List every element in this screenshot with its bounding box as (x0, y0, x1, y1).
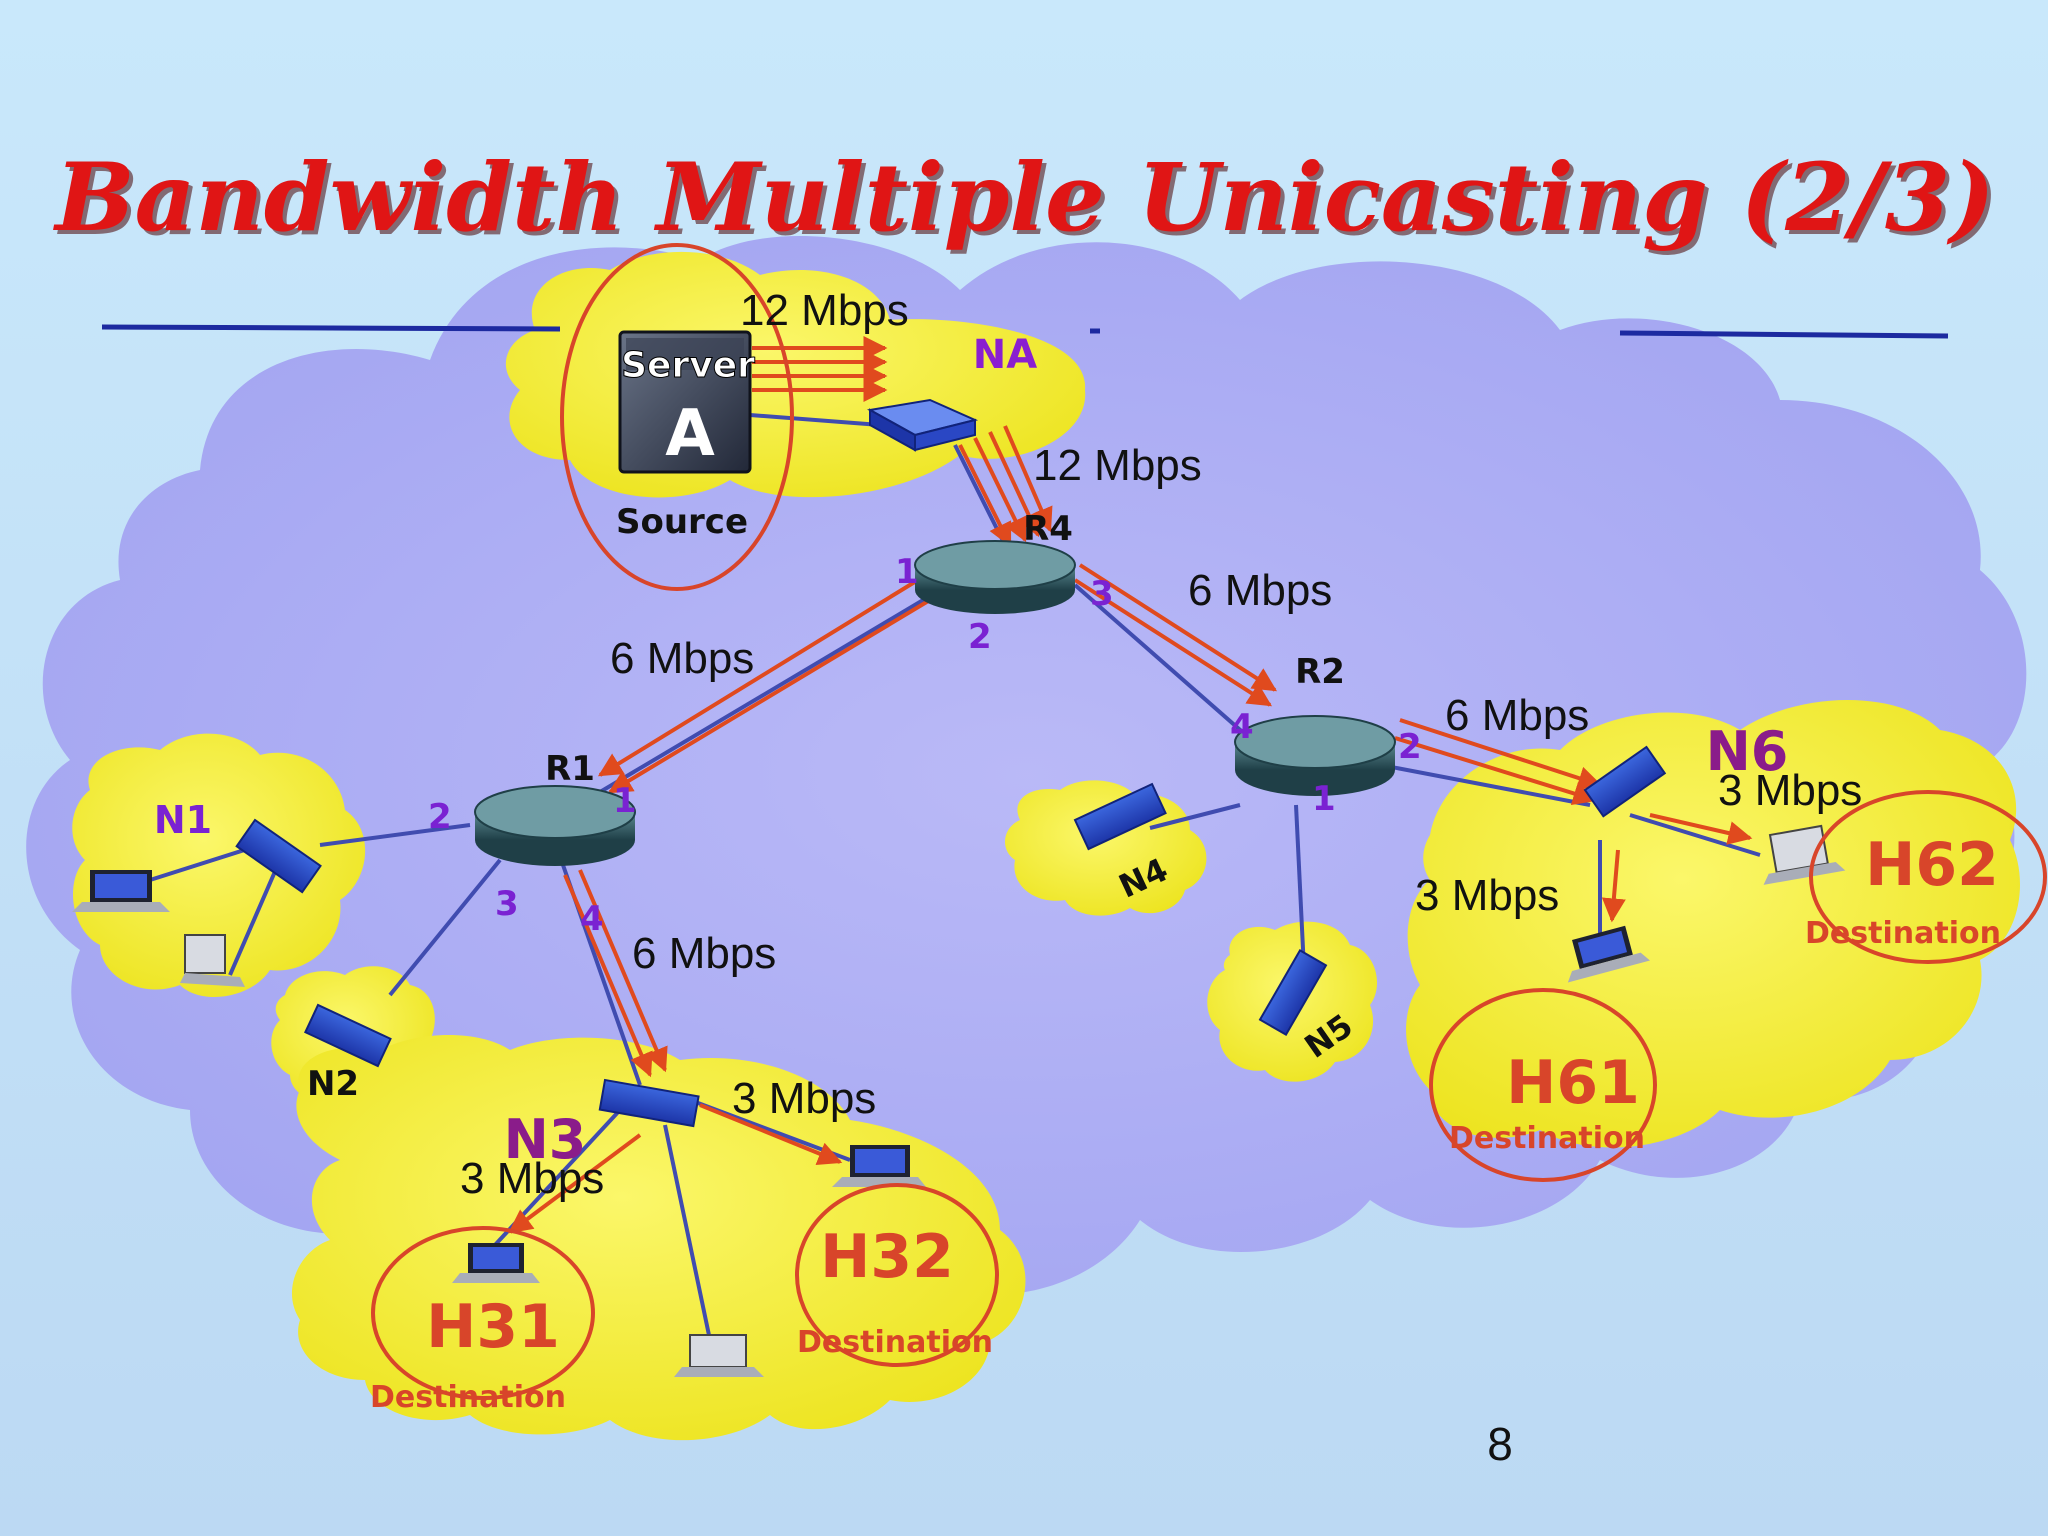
router-r1[interactable] (474, 785, 636, 866)
router-r1-label: R1 (545, 749, 595, 789)
flow-na-r4 (973, 437, 1027, 543)
network-n6-label: N6 (1706, 720, 1789, 783)
switch-n2[interactable] (303, 1003, 392, 1068)
flow-n6-h61 (1601, 849, 1626, 923)
cloud-n3 (291, 1035, 1026, 1441)
r2-port-2: 2 (1398, 727, 1422, 767)
switch-n5[interactable] (1258, 948, 1328, 1037)
host-h32-label: H32 (820, 1222, 954, 1292)
bw-r4-r2: 6 Mbps (1188, 566, 1332, 615)
h32-ring (795, 1183, 999, 1367)
bw-na-r4: 12 Mbps (1033, 441, 1202, 490)
host-h31-label: H31 (426, 1292, 560, 1362)
network-n2-label: N2 (307, 1064, 359, 1104)
flow-na-r4 (988, 431, 1040, 538)
network-n3-label: N3 (504, 1108, 587, 1171)
host-h62-label: H62 (1865, 830, 1999, 900)
bw-server-na: 12 Mbps (740, 286, 909, 335)
h61-ring (1429, 988, 1657, 1182)
r4-port-2: 2 (968, 617, 992, 657)
laptop-icon[interactable] (674, 1334, 764, 1377)
switch-n3[interactable] (598, 1078, 700, 1128)
destination-rings (371, 790, 2047, 1400)
flow-n3-h31 (508, 1133, 642, 1234)
r4-port-3: 3 (1090, 574, 1114, 614)
flow-n3-h32 (699, 1103, 843, 1165)
server-a[interactable]: Server A (618, 330, 756, 474)
flow-n6-h62 (1649, 813, 1753, 845)
bw-n6-h61: 3 Mbps (1415, 871, 1559, 920)
flow-r4-r1 (597, 578, 920, 777)
r1-port-3: 3 (495, 884, 519, 924)
r1-port-2: 2 (428, 797, 452, 837)
bw-r1-n3: 6 Mbps (632, 929, 776, 978)
host-h31-destination: Destination (370, 1380, 566, 1415)
network-na-label: NA (973, 332, 1037, 378)
laptop-icon[interactable] (180, 934, 245, 987)
flow-r2-n6 (1394, 736, 1598, 806)
slide-title: Bandwidth Multiple Unicasting (2/3) (52, 143, 1995, 253)
router-r4-label: R4 (1023, 509, 1073, 549)
host-h32-destination: Destination (797, 1325, 993, 1360)
switch-n1[interactable] (235, 818, 322, 894)
r1-port-4: 4 (580, 899, 604, 939)
page-number: 8 (1487, 1418, 1513, 1470)
cloud-n1 (72, 733, 366, 997)
title-rule (101, 324, 1949, 339)
r4-port-1: 1 (895, 552, 919, 592)
flow-na-r4 (958, 444, 1012, 548)
source-highlight-ring (560, 243, 794, 591)
flow-r4-r1 (607, 598, 932, 794)
host-h61-destination: Destination (1449, 1121, 1645, 1156)
r2-port-1: 1 (1312, 779, 1336, 819)
slide-title: Bandwidth Multiple Unicasting (2/3) (56, 147, 1999, 257)
h62-ring (1809, 790, 2047, 964)
laptop-icon[interactable] (72, 870, 170, 912)
flow-na-r4 (1003, 425, 1053, 533)
laptop-icon-h31[interactable] (452, 1243, 540, 1283)
laptop-icon-h61[interactable] (1558, 922, 1650, 983)
bw-r4-r1: 6 Mbps (610, 634, 754, 683)
bw-n6-h62: 3 Mbps (1718, 766, 1862, 815)
flow-r4-r2 (1078, 563, 1278, 692)
switch-n6[interactable] (1583, 745, 1667, 818)
router-r2[interactable] (1234, 715, 1396, 796)
flow-r2-n6 (1399, 718, 1603, 790)
bw-n3-h32: 3 Mbps (732, 1074, 876, 1123)
switch-na[interactable] (867, 398, 979, 452)
router-r2-label: R2 (1295, 652, 1345, 692)
bw-r2-n6: 6 Mbps (1445, 691, 1589, 740)
flow-r1-n3 (563, 874, 653, 1078)
server-caption: Source (616, 502, 748, 542)
r1-port-1: 1 (613, 781, 637, 821)
r2-port-4: 4 (1230, 707, 1254, 747)
flow-arrows (508, 336, 1753, 1234)
bandwidth-labels: 12 Mbps 12 Mbps 6 Mbps 6 Mbps 6 Mbps 3 M… (460, 286, 1862, 1203)
bw-n3-h31: 3 Mbps (460, 1154, 604, 1203)
host-h62-destination: Destination (1805, 916, 2001, 951)
router-r4[interactable] (914, 540, 1076, 614)
server-label: Server (621, 345, 755, 386)
server-letter: A (665, 397, 715, 471)
flow-r4-r2 (1073, 578, 1273, 707)
cloud-n6 (1406, 700, 2020, 1148)
switch-n4[interactable] (1073, 782, 1167, 851)
host-h61-label: H61 (1506, 1048, 1640, 1118)
network-n1-label: N1 (154, 798, 212, 842)
flow-r1-n3 (578, 869, 668, 1073)
h31-ring (371, 1226, 595, 1400)
